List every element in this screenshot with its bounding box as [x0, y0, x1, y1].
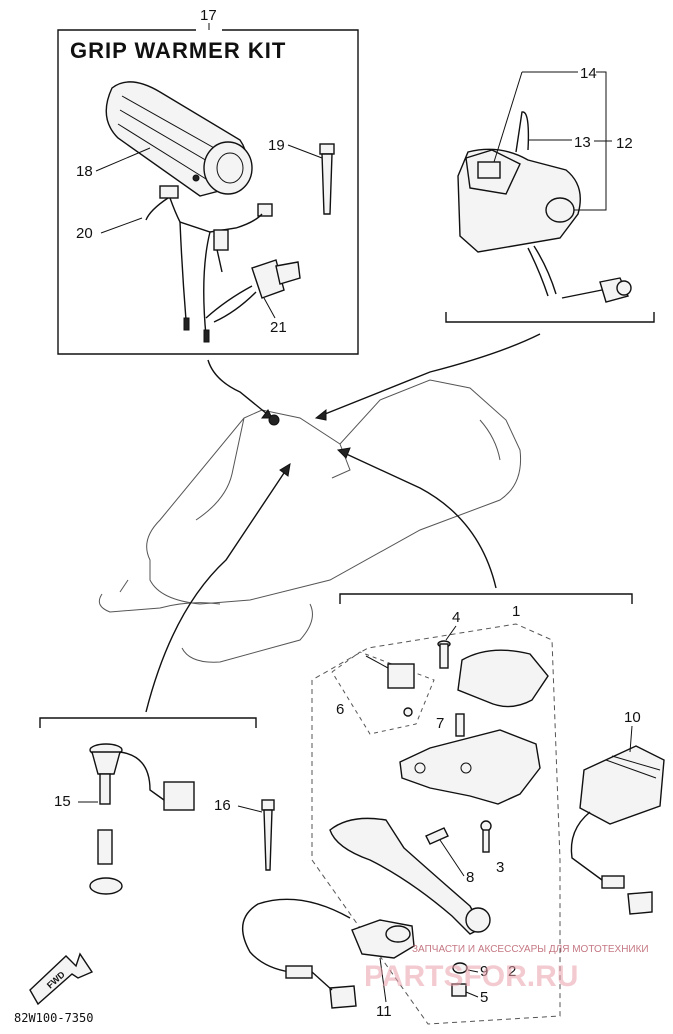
callout-2: 2 [508, 963, 516, 980]
kit-title: GRIP WARMER KIT [70, 38, 286, 63]
callout-6: 6 [336, 701, 344, 718]
callout-9: 9 [480, 963, 488, 980]
snowmobile-outline [98, 379, 522, 663]
brake-lever-8 [329, 817, 491, 935]
callout-15: 15 [54, 793, 71, 810]
nut-5 [451, 983, 467, 997]
accessory-group: 15 16 [39, 717, 275, 895]
callout-5: 5 [480, 989, 488, 1006]
watermark-logo: PARTSFOR.RU [364, 960, 578, 993]
socket-15 [89, 743, 195, 895]
grip-warmer-switch [205, 259, 301, 323]
screw-3 [480, 820, 492, 853]
handlebar-switch [457, 111, 632, 303]
callout-13: 13 [574, 134, 591, 151]
callout-4: 4 [452, 609, 460, 626]
wire-harness [145, 185, 273, 343]
lever-bracket-cover [457, 649, 549, 708]
cable-tie [319, 143, 335, 215]
callout-10: 10 [624, 709, 641, 726]
grip-warmer-kit-box: GRIP WARMER KIT 17 18 19 [57, 7, 359, 355]
callout-16: 16 [214, 797, 231, 814]
bolt-4 [437, 640, 451, 669]
callout-1: 1 [512, 603, 520, 620]
callout-18: 18 [76, 163, 93, 180]
callout-20: 20 [76, 225, 93, 242]
watermark-tagline: ЗАПЧАСТИ И АКСЕССУАРЫ ДЛЯ МОТОТЕХНИКИ [412, 944, 649, 955]
callout-17: 17 [200, 7, 217, 24]
callout-3: 3 [496, 859, 504, 876]
callout-11: 11 [376, 1003, 392, 1020]
callout-21: 21 [270, 319, 287, 336]
pin-7 [455, 713, 465, 737]
callout-19: 19 [268, 137, 285, 154]
relay-unit-10 [570, 745, 665, 915]
callout-12: 12 [616, 135, 633, 152]
lever-assembly-group: 1 4 6 7 3 [241, 593, 633, 1025]
cable-tie-16 [261, 799, 275, 871]
drawing-code: 82W100-7350 [14, 1011, 93, 1025]
grip-warmer-element [105, 81, 253, 197]
lever-bracket [399, 729, 541, 805]
fwd-arrow: FWD [29, 952, 94, 1006]
callout-14: 14 [580, 65, 597, 82]
connection-arrows [145, 333, 541, 713]
switch-assembly-group: 14 13 12 [445, 65, 655, 323]
callout-7: 7 [436, 715, 444, 732]
callout-8: 8 [466, 869, 474, 886]
washer-9 [452, 962, 468, 974]
clamp-6 [331, 651, 435, 735]
throttle-sensor-11 [241, 898, 415, 1009]
